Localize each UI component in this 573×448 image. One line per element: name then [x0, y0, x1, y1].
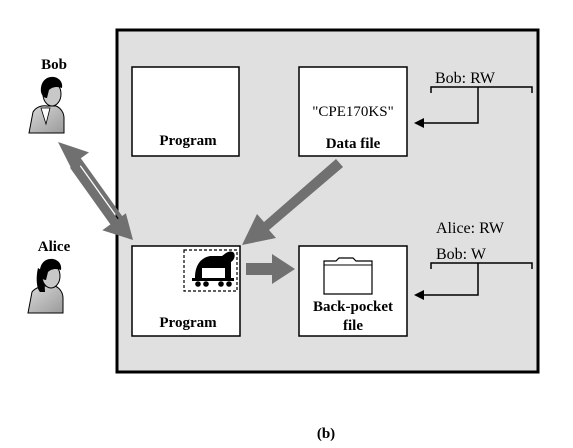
top-program-box: Program [131, 66, 240, 157]
alice-name: Alice [38, 239, 71, 255]
alice-person-icon [27, 258, 64, 314]
bottom-program-label: Program [159, 315, 217, 331]
trojan-horse-icon [192, 251, 235, 287]
arrow-bob-program [58, 142, 133, 240]
back-pocket-label-line2: file [343, 318, 363, 334]
trojan-dashed-frame [183, 249, 238, 292]
data-file-content: "CPE170KS" [312, 104, 393, 120]
bottom-program-box: Program [131, 245, 241, 337]
acl-data-file: Bob: RW [414, 70, 533, 128]
acl-back-pocket: Alice: RW Bob: W [414, 220, 533, 300]
bob-person-icon [28, 76, 65, 134]
back-pocket-label-line1: Back-pocket [313, 299, 393, 315]
arrow-datafile-program [242, 159, 343, 245]
back-pocket-file-box: Back-pocket file [298, 245, 408, 337]
bob-name: Bob [41, 57, 67, 73]
top-program-label: Program [159, 133, 217, 149]
data-file-label: Data file [326, 136, 381, 152]
folder-icon [323, 257, 373, 295]
data-file-box: "CPE170KS" Data file [298, 66, 408, 157]
arrow-program-backpocket [246, 254, 295, 284]
acl-back-pocket-line1: Alice: RW [436, 220, 505, 237]
acl-back-pocket-line2: Bob: W [436, 246, 487, 263]
acl-data-file-line1: Bob: RW [435, 70, 496, 87]
figure-caption: (b) [317, 426, 335, 442]
